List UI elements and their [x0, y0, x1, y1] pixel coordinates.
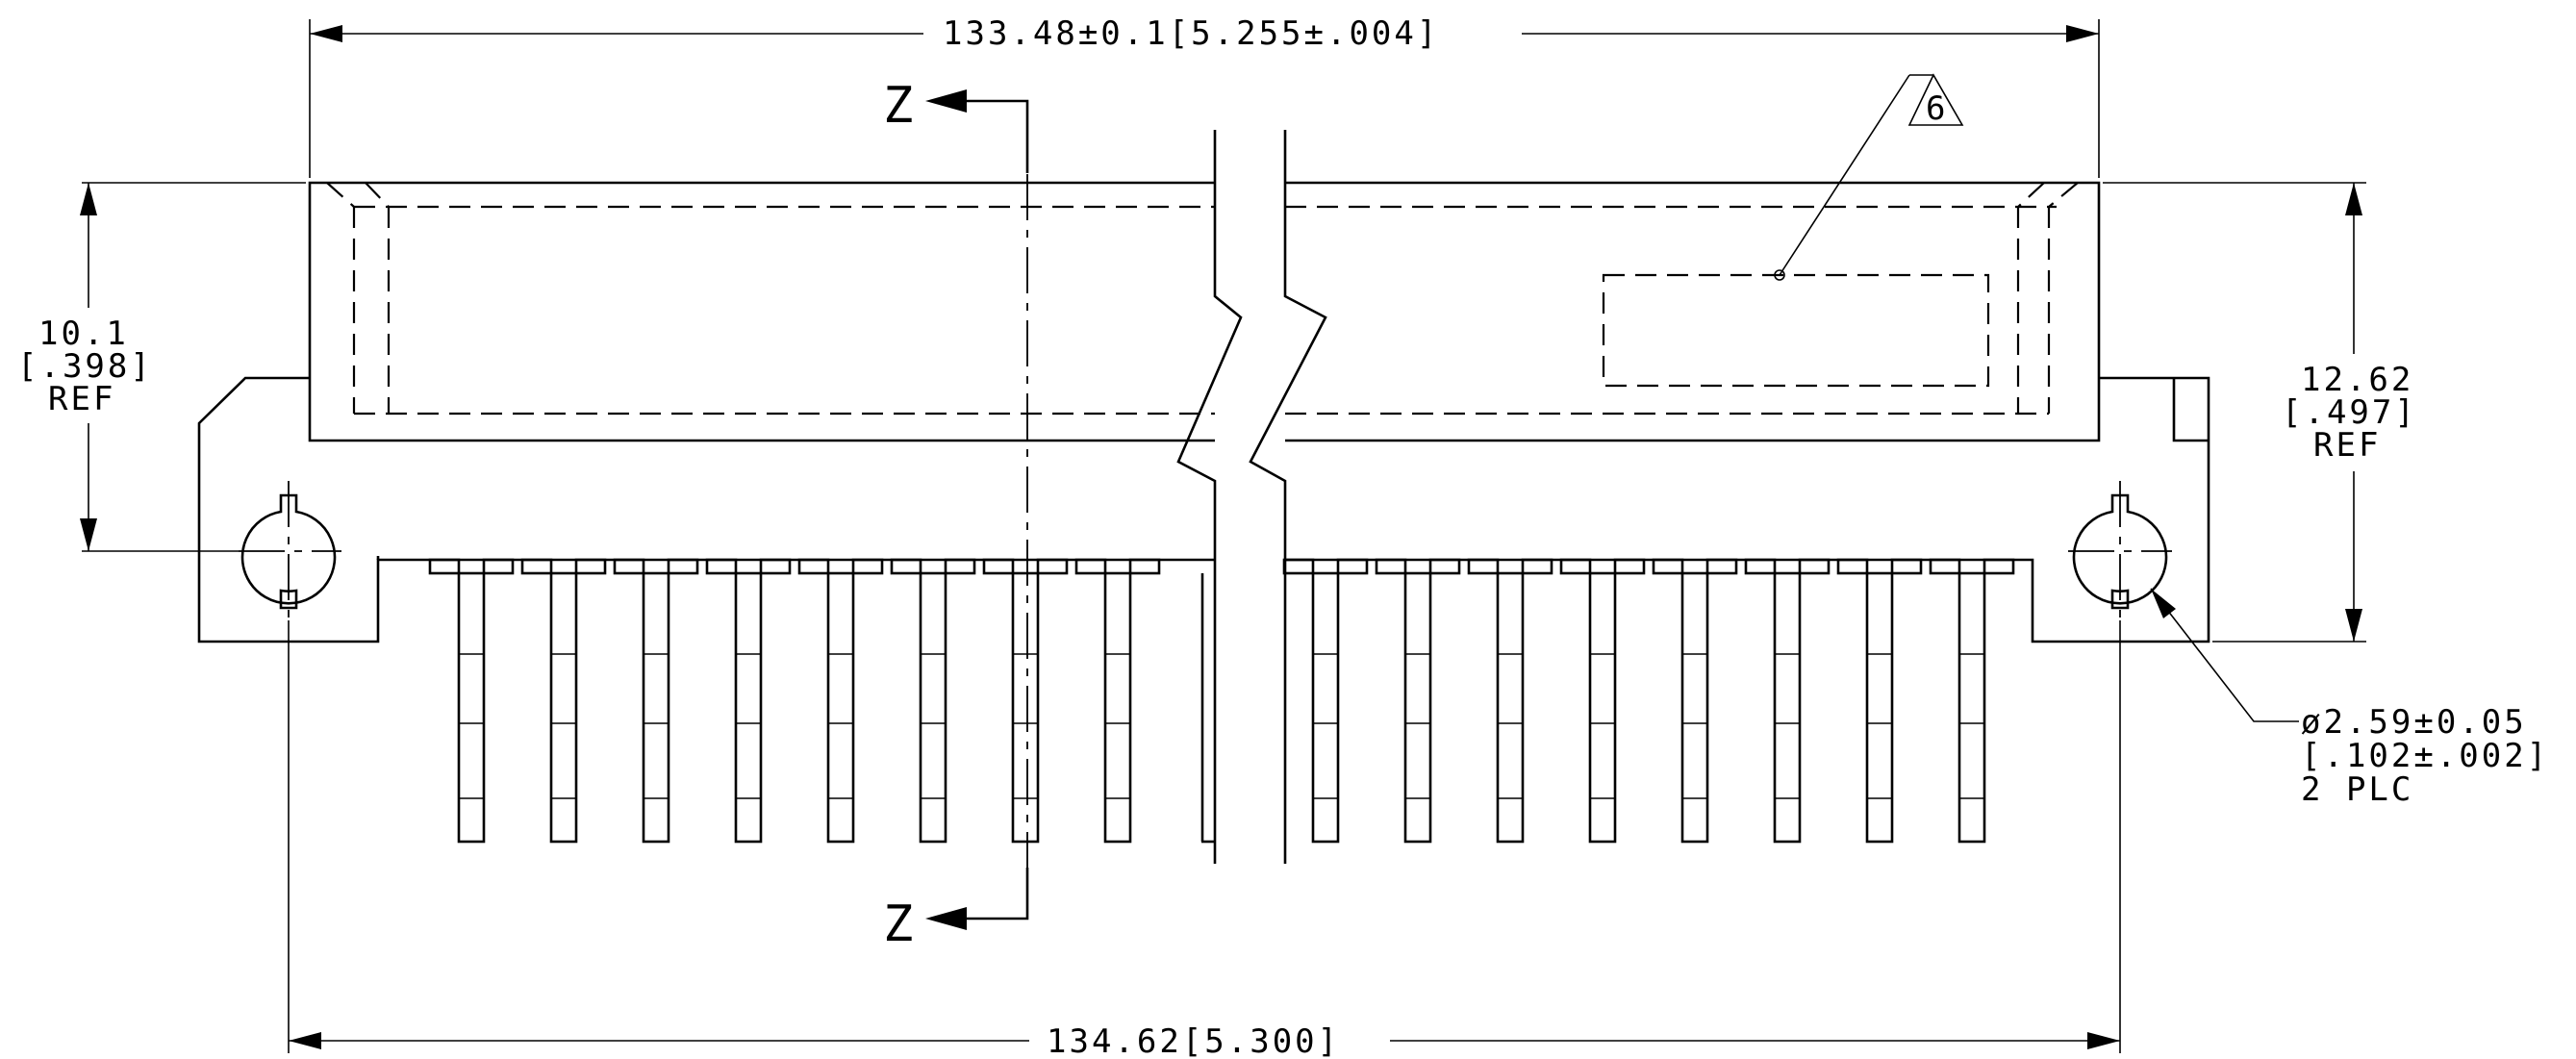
contact-pin: [1375, 558, 1461, 844]
contact-pin: [1744, 558, 1831, 844]
contact-pin: [1282, 558, 1369, 844]
contact-pins: [428, 558, 2015, 844]
right-height-line1: 12.62: [2301, 361, 2413, 399]
contact-pin: [1467, 558, 1553, 844]
hole-callout-line1: ø2.59±0.05: [2301, 703, 2527, 742]
note-flag: 6: [1774, 73, 1964, 281]
left-height-line3: REF: [48, 380, 115, 418]
hole-callout: ø2.59±0.05 [.102±.002] 2 PLC: [2150, 588, 2549, 809]
dim-left-height: 10.1 [.398] REF: [17, 182, 306, 552]
right-height-line3: REF: [2313, 426, 2381, 465]
dim-hole-spacing: 134.62[5.300]: [288, 620, 2121, 1059]
left-height-line1: 10.1: [38, 315, 129, 353]
hidden-lines: [326, 182, 2079, 416]
contact-pin: [705, 558, 792, 844]
mounting-hole-left: [239, 481, 341, 620]
contact-pin: [1836, 558, 1923, 844]
connector-body-left: [197, 181, 1215, 643]
section-label-bottom: Z: [883, 895, 913, 953]
hole-callout-line3: 2 PLC: [2301, 770, 2413, 809]
contact-pin: [1074, 558, 1161, 844]
contact-pin: [982, 558, 1069, 844]
right-height-line2: [.497]: [2282, 393, 2417, 432]
contact-pin: [797, 558, 884, 844]
contact-pin: [428, 558, 515, 844]
contact-pin: [890, 558, 976, 844]
note-flag-number: 6: [1926, 89, 1948, 128]
section-label-top: Z: [883, 77, 913, 135]
mounting-hole-right: [2068, 481, 2172, 620]
hole-spacing-text: 134.62[5.300]: [1047, 1022, 1340, 1059]
dim-overall-length: 133.48±0.1[5.255±.004]: [309, 14, 2100, 178]
dim-right-height: 12.62 [.497] REF: [2103, 182, 2417, 643]
hole-callout-line2: [.102±.002]: [2301, 737, 2549, 775]
contact-pin: [1929, 558, 2015, 844]
contact-pin: [1559, 558, 1646, 844]
left-height-line2: [.398]: [17, 347, 153, 386]
contact-pin: [1200, 573, 1215, 844]
overall-length-text: 133.48±0.1[5.255±.004]: [943, 14, 1439, 53]
break-lines: [1176, 130, 1327, 864]
section-line: Z Z: [883, 77, 1029, 953]
contact-pin: [520, 558, 607, 844]
contact-pin: [1652, 558, 1738, 844]
contact-pin: [613, 558, 699, 844]
